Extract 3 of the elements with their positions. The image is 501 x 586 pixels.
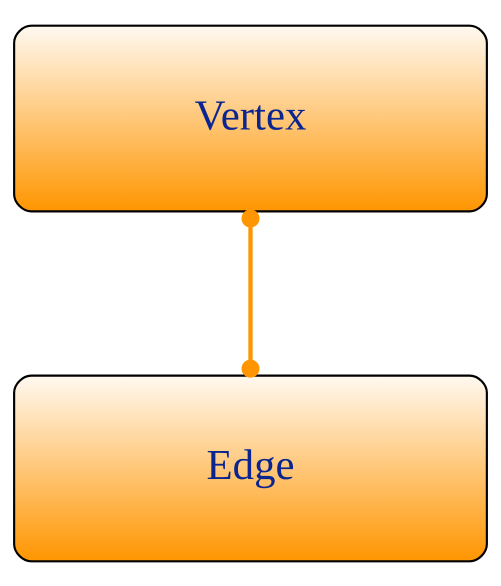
node-box: Vertex	[13, 24, 488, 212]
connector	[242, 208, 260, 378]
node-box: Edge	[13, 374, 488, 562]
